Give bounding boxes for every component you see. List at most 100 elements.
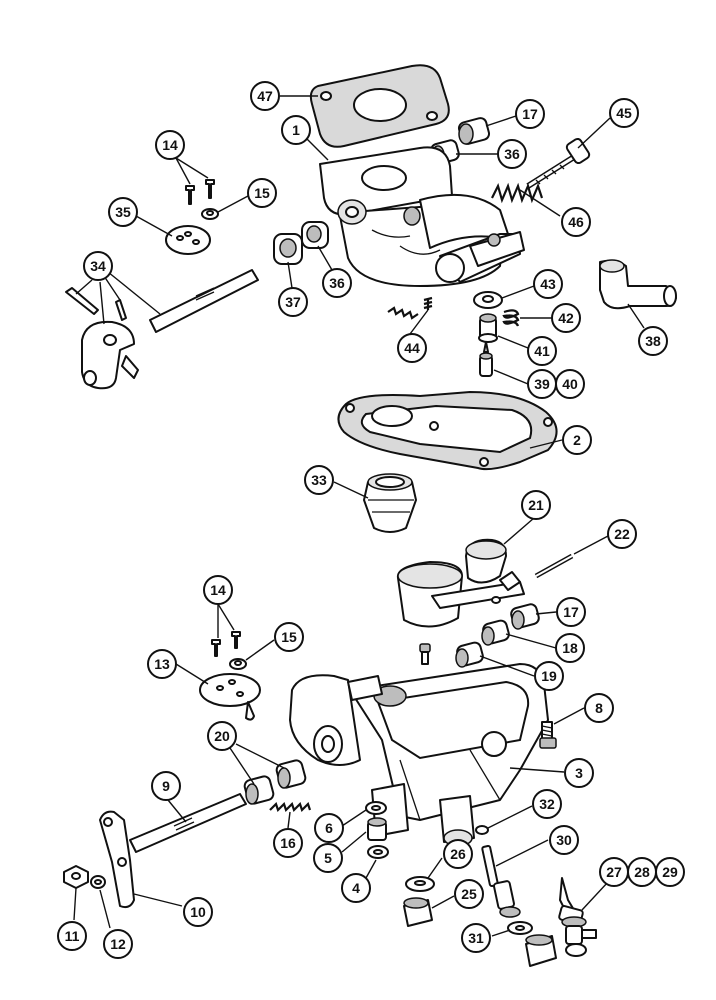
leader-19 — [479, 655, 535, 677]
part-4-washer — [367, 845, 389, 859]
part-9-choke-shaft — [129, 793, 247, 853]
callout-20: 20 — [207, 721, 237, 751]
leader-38 — [627, 303, 645, 329]
part-38-elbow-fitting — [599, 259, 677, 310]
leader-32 — [487, 805, 533, 829]
part-46-spring — [491, 182, 544, 204]
callout-15-lower: 15 — [274, 622, 304, 652]
callout-30-label: 30 — [556, 832, 572, 848]
part-21-float-assembly — [396, 538, 525, 628]
callout-41-label: 41 — [534, 343, 550, 359]
part-2-bowl-gasket — [337, 390, 558, 471]
part-14-screws-lower — [211, 631, 241, 657]
callout-43: 43 — [533, 269, 563, 299]
callout-29: 29 — [655, 857, 685, 887]
callout-1: 1 — [281, 115, 311, 145]
leader-9 — [167, 799, 187, 823]
callout-15-lower-label: 15 — [281, 629, 297, 645]
part-39-40-needle-valve — [479, 341, 493, 377]
callout-46-label: 46 — [568, 214, 584, 230]
callout-47-label: 47 — [257, 88, 273, 104]
leader-8 — [553, 707, 585, 725]
callout-25-label: 25 — [461, 886, 477, 902]
callout-13-label: 13 — [154, 656, 170, 672]
callout-39: 39 — [527, 369, 557, 399]
callout-3: 3 — [564, 758, 594, 788]
leader-34-3 — [103, 275, 121, 301]
callout-41: 41 — [527, 336, 557, 366]
callout-27-label: 27 — [606, 864, 622, 880]
callout-19-label: 19 — [541, 668, 557, 684]
callout-2: 2 — [562, 425, 592, 455]
leader-18 — [505, 633, 557, 649]
part-44-springs — [387, 296, 433, 320]
callout-44-label: 44 — [404, 340, 420, 356]
leader-3 — [509, 767, 565, 773]
leader-21 — [503, 517, 535, 545]
callout-6-label: 6 — [325, 820, 333, 836]
callout-17-upper: 17 — [515, 99, 545, 129]
callout-21: 21 — [521, 490, 551, 520]
callout-5-label: 5 — [324, 850, 332, 866]
callout-12-label: 12 — [110, 936, 126, 952]
part-42-spring-small — [502, 309, 520, 327]
callout-18: 18 — [555, 633, 585, 663]
callout-14-upper-label: 14 — [162, 137, 178, 153]
leader-20-1 — [229, 747, 255, 785]
part-30-main-nozzle — [481, 844, 521, 918]
leader-36b — [317, 245, 333, 271]
callout-42: 42 — [551, 303, 581, 333]
part-6-washer — [365, 801, 387, 815]
leader-lines — [73, 95, 645, 937]
part-41-valve-seat — [478, 313, 498, 343]
part-16-spring — [269, 801, 312, 813]
leader-15b — [245, 639, 275, 661]
callout-14-lower: 14 — [203, 575, 233, 605]
callout-36-upper-label: 36 — [504, 146, 520, 162]
callout-17-lower-label: 17 — [563, 604, 579, 620]
callout-37: 37 — [278, 287, 308, 317]
part-14-screws-upper — [185, 179, 215, 205]
part-32-washer — [475, 825, 489, 835]
leader-44 — [409, 309, 429, 335]
leader-20-2 — [235, 743, 285, 769]
callout-12: 12 — [103, 929, 133, 959]
leader-45 — [577, 117, 611, 149]
callout-15-upper-label: 15 — [254, 185, 270, 201]
callout-25: 25 — [454, 879, 484, 909]
callout-36-lower: 36 — [322, 268, 352, 298]
callout-26: 26 — [443, 839, 473, 869]
part-36-bushing-lower — [301, 221, 329, 249]
part-5-jet — [367, 817, 387, 841]
callout-29-label: 29 — [662, 864, 678, 880]
callout-31-label: 31 — [468, 930, 484, 946]
callout-26-label: 26 — [450, 846, 466, 862]
callout-27: 27 — [599, 857, 629, 887]
callout-11-label: 11 — [65, 928, 80, 944]
part-45-adjusting-screw — [526, 137, 591, 189]
callout-32: 32 — [532, 789, 562, 819]
callout-47: 47 — [250, 81, 280, 111]
callout-40: 40 — [555, 369, 585, 399]
part-33-venturi — [363, 473, 417, 533]
leader-34-1 — [75, 279, 93, 295]
part-8-screw — [539, 721, 557, 749]
leader-27 — [581, 881, 609, 911]
callout-33: 33 — [304, 465, 334, 495]
callout-45: 45 — [609, 98, 639, 128]
part-31-washer — [507, 921, 533, 935]
part-35-throttle-plate — [165, 225, 211, 255]
leader-33 — [333, 481, 369, 499]
callout-31: 31 — [461, 923, 491, 953]
callout-34: 34 — [83, 251, 113, 281]
callout-36-lower-label: 36 — [329, 275, 345, 291]
leader-6 — [341, 809, 367, 827]
callout-13: 13 — [147, 649, 177, 679]
leader-15a — [217, 195, 249, 213]
part-15-lockwasher-upper — [201, 208, 219, 220]
callout-11: 11 — [57, 921, 87, 951]
leader-2 — [529, 439, 563, 449]
part-27-28-29-idle-needle — [558, 877, 597, 957]
part-34-throttle-shaft-assembly — [65, 269, 259, 390]
